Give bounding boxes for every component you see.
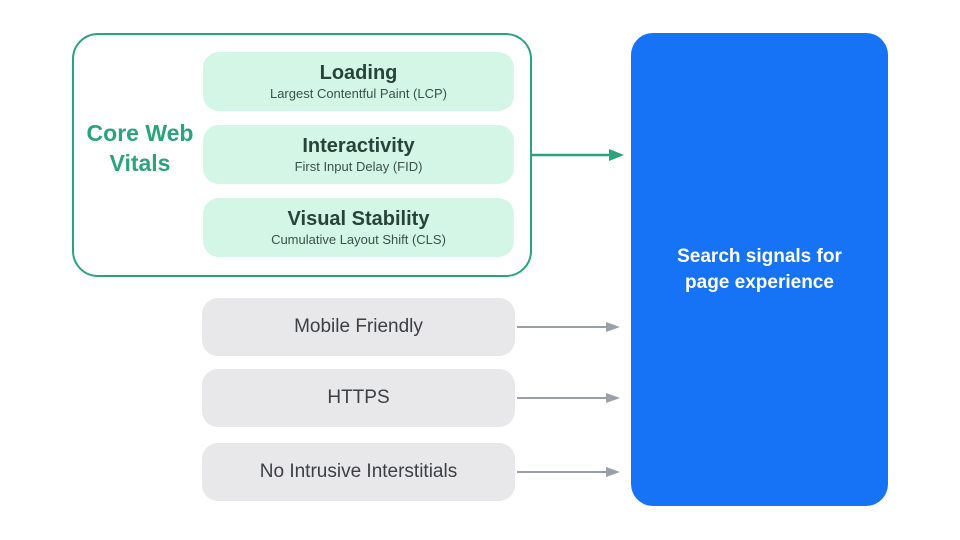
vital-box-loading: Loading Largest Contentful Paint (LCP) (203, 52, 514, 111)
vital-box-interactivity: Interactivity First Input Delay (FID) (203, 125, 514, 184)
arrow-head (606, 393, 620, 403)
arrow-mobile-friendly-to-result (517, 322, 620, 332)
arrow-core-web-vitals-to-result (531, 149, 624, 161)
vital-subtitle-lcp: Largest Contentful Paint (LCP) (269, 86, 448, 101)
vital-title-interactivity: Interactivity (302, 135, 415, 157)
arrow-head (606, 322, 620, 332)
arrow-https-to-result (517, 393, 620, 403)
vital-subtitle-fid: First Input Delay (FID) (294, 159, 423, 174)
signal-box-no-intrusive-interstitials: No Intrusive Interstitials (202, 443, 515, 501)
search-signals-result-box: Search signals for page experience (631, 33, 888, 506)
vital-subtitle-cls: Cumulative Layout Shift (CLS) (271, 232, 446, 247)
core-web-vitals-label: Core Web Vitals (86, 120, 194, 176)
signal-box-mobile-friendly: Mobile Friendly (202, 298, 515, 356)
arrow-no-intrusive-interstitials-to-result (517, 467, 620, 477)
vital-title-visual-stability: Visual Stability (287, 208, 430, 230)
arrow-head (606, 467, 620, 477)
signal-box-https: HTTPS (202, 369, 515, 427)
arrow-head (609, 149, 624, 161)
search-signals-label: Search signals for page experience (677, 245, 842, 293)
vital-title-loading: Loading (319, 62, 398, 84)
vital-box-visual-stability: Visual Stability Cumulative Layout Shift… (203, 198, 514, 257)
